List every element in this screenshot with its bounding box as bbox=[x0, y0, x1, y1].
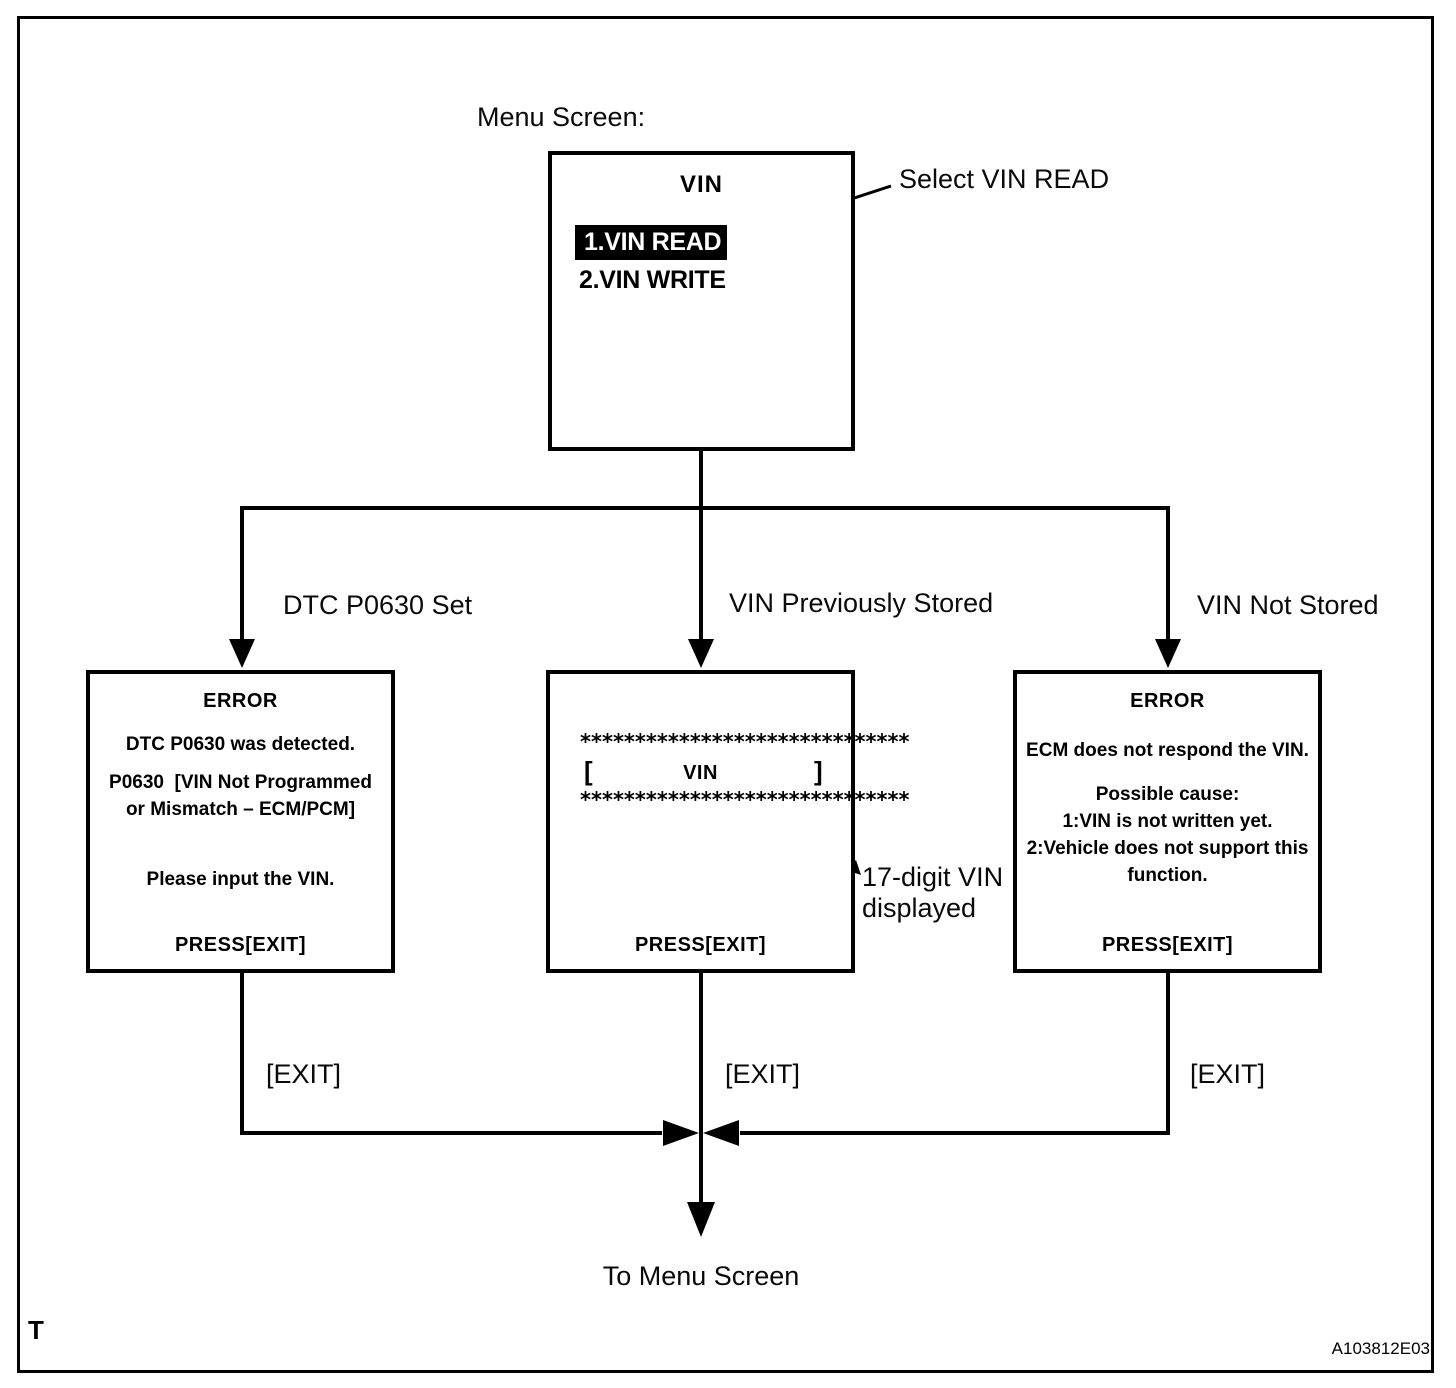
menu-screen-title: VIN bbox=[679, 171, 723, 198]
vin-displayed-callout: 17-digit VIN displayed bbox=[862, 862, 1003, 924]
error-ecm-screen: ERROR ECM does not respond the VIN. Poss… bbox=[1013, 670, 1322, 973]
error-ecm-line-1: ECM does not respond the VIN. bbox=[1026, 740, 1309, 761]
vin-displayed-callout-line2: displayed bbox=[862, 893, 977, 923]
exit-label-left: [EXIT] bbox=[266, 1059, 342, 1089]
error-dtc-screen: ERROR DTC P0630 was detected. P0630 [VIN… bbox=[86, 670, 395, 973]
vin-displayed-callout-line1: 17-digit VIN bbox=[862, 862, 1004, 892]
exit-label-right: [EXIT] bbox=[1190, 1059, 1266, 1089]
menu-item-vin-read: 1.VIN READ bbox=[575, 225, 727, 260]
exit-label-middle: [EXIT] bbox=[725, 1059, 801, 1089]
vin-asterisk-row-top: ****************************** bbox=[580, 730, 910, 754]
page-border bbox=[17, 16, 1434, 1373]
error-dtc-press-exit: PRESS[EXIT] bbox=[174, 934, 307, 956]
vin-value-row: [ VIN ] bbox=[550, 758, 851, 788]
menu-item-vin-write: 2.VIN WRITE bbox=[579, 266, 726, 294]
error-dtc-line-1: DTC P0630 was detected. bbox=[125, 734, 356, 755]
error-ecm-line-3: 1:VIN is not written yet. bbox=[1062, 811, 1273, 832]
branch-label-vin-stored: VIN Previously Stored bbox=[729, 588, 994, 618]
vin-asterisk-row-bottom: ****************************** bbox=[580, 788, 910, 812]
error-dtc-line-4: Please input the VIN. bbox=[146, 869, 335, 890]
branch-label-dtc-set: DTC P0630 Set bbox=[283, 590, 473, 620]
error-dtc-line-2: P0630 [VIN Not Programmed bbox=[109, 772, 372, 793]
to-menu-screen-label: To Menu Screen bbox=[602, 1261, 800, 1291]
page-marker: T bbox=[28, 1315, 44, 1345]
error-ecm-press-exit: PRESS[EXIT] bbox=[1101, 934, 1234, 956]
menu-screen-box: VIN 1.VIN READ 2.VIN WRITE bbox=[548, 151, 855, 451]
error-ecm-line-4: 2:Vehicle does not support this bbox=[1026, 838, 1309, 859]
error-dtc-title: ERROR bbox=[203, 690, 278, 712]
branch-label-vin-not-stored: VIN Not Stored bbox=[1197, 590, 1379, 620]
vin-row-label: VIN bbox=[683, 762, 718, 784]
vin-display-screen: ****************************** [ VIN ] *… bbox=[546, 670, 910, 973]
error-ecm-title: ERROR bbox=[1130, 690, 1205, 712]
error-ecm-line-5: function. bbox=[1127, 865, 1208, 886]
vin-press-exit: PRESS[EXIT] bbox=[634, 934, 767, 956]
menu-screen-label: Menu Screen: bbox=[477, 102, 646, 132]
error-ecm-line-2: Possible cause: bbox=[1095, 784, 1240, 805]
vin-bracket-open: [ bbox=[584, 756, 593, 786]
select-vin-read-callout: Select VIN READ bbox=[899, 164, 1110, 194]
figure-code: A103812E03 bbox=[1331, 1339, 1430, 1358]
error-dtc-line-3: or Mismatch – ECM/PCM] bbox=[125, 799, 356, 820]
vin-bracket-close: ] bbox=[814, 756, 823, 786]
